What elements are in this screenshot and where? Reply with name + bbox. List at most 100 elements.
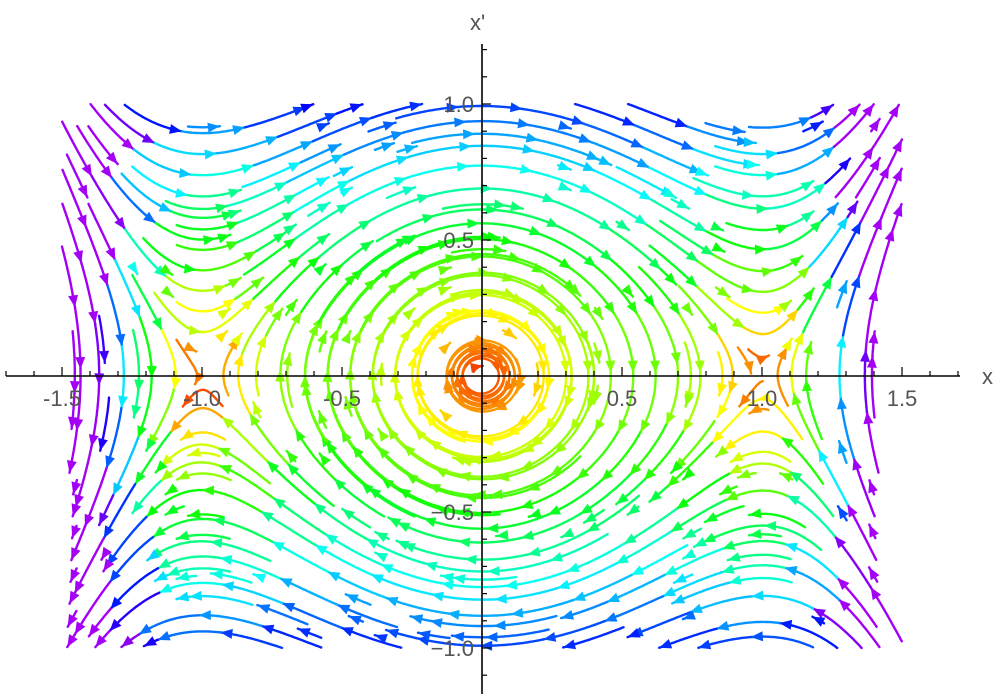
stream-arrow-186 [212, 516, 226, 527]
stream-arrow-195 [109, 618, 122, 631]
stream-arrow-147 [626, 301, 638, 315]
stream-arrow-244 [664, 565, 678, 576]
stream-arrow-384 [416, 194, 430, 204]
stream-arrow-266 [786, 495, 800, 506]
stream-arrow-235 [88, 623, 100, 637]
stream-arrow-603 [324, 113, 338, 123]
stream-arrow-271 [494, 593, 507, 604]
stream-arrow-446 [182, 394, 195, 407]
stream-arrow-125 [627, 360, 638, 373]
stream-arrow-574 [741, 189, 755, 200]
stream-arrow-503 [519, 164, 533, 174]
stream-arrow-562 [838, 158, 851, 171]
stream-arrow-359 [295, 429, 306, 442]
stream-arrow-170 [521, 530, 535, 540]
stream-arrow-221 [689, 603, 703, 613]
stream-arrow-68 [453, 456, 467, 466]
stream-arrow-476 [503, 326, 516, 339]
stream-arrow-325 [818, 449, 829, 463]
stream-arrow-258 [103, 525, 114, 539]
stream-arrow-66 [521, 442, 535, 453]
stream-arrow-620 [292, 106, 306, 117]
stream-arrow-289 [729, 463, 742, 474]
stream-arrow-621 [300, 103, 314, 114]
stream-arrow-457 [739, 394, 751, 407]
stream-arrow-102 [605, 360, 616, 373]
stream-arrow-243 [722, 540, 736, 550]
stream-arrow-398 [217, 447, 231, 458]
stream-arrow-498 [716, 286, 730, 297]
stream-arrow-188 [109, 569, 121, 583]
stream-arrow-631 [820, 104, 834, 116]
stream-arrow-480 [802, 288, 814, 302]
stream-arrow-403 [780, 473, 794, 483]
stream-arrow-55 [527, 306, 540, 318]
stream-arrow-462 [470, 362, 483, 373]
stream-arrow-138 [361, 482, 374, 495]
stream-arrow-478 [732, 317, 745, 329]
stream-arrow-240 [410, 614, 424, 625]
stream-arrow-532 [809, 220, 823, 233]
stream-arrow-283 [167, 566, 181, 576]
stream-arrow-82 [458, 471, 472, 482]
stream-arrow-615 [765, 149, 779, 160]
stream-arrow-541 [283, 194, 297, 205]
stream-line-299 [159, 461, 221, 483]
stream-arrow-573 [663, 187, 676, 198]
stream-arrow-551 [215, 203, 228, 214]
stream-arrow-484 [285, 300, 297, 313]
stream-arrow-45 [451, 308, 465, 319]
stream-arrow-410 [319, 453, 331, 467]
stream-arrow-146 [583, 255, 596, 267]
stream-arrow-272 [431, 591, 444, 602]
stream-arrow-210 [604, 612, 618, 622]
stream-arrow-12 [498, 366, 509, 379]
stream-arrow-390 [473, 490, 486, 500]
stream-arrow-205 [374, 634, 388, 644]
stream-arrow-522 [225, 241, 239, 251]
stream-arrow-491 [81, 163, 92, 177]
stream-arrow-353 [113, 482, 123, 496]
stream-arrow-444 [866, 355, 877, 368]
stream-arrow-214 [386, 628, 400, 639]
stream-arrow-276 [201, 485, 214, 496]
stream-arrow-430 [152, 317, 162, 331]
stream-arrow-364 [528, 508, 542, 518]
stream-arrow-425 [378, 429, 390, 442]
stream-arrow-590 [509, 102, 523, 113]
stream-arrow-237 [348, 615, 362, 626]
x-tick-label: 1.0 [747, 386, 778, 411]
stream-arrow-324 [847, 504, 858, 518]
stream-arrow-259 [74, 580, 85, 594]
stream-arrow-547 [800, 211, 814, 223]
stream-arrow-369 [838, 506, 849, 520]
stream-arrow-508 [797, 266, 810, 279]
stream-arrow-477 [685, 275, 698, 287]
y-tick-label: 1.0 [443, 92, 474, 117]
stream-arrow-436 [343, 397, 354, 410]
stream-arrow-256 [170, 420, 182, 433]
stream-arrow-504 [579, 183, 593, 193]
stream-arrow-367 [705, 512, 718, 522]
stream-arrow-311 [71, 547, 81, 561]
stream-arrow-570 [402, 186, 416, 196]
stream-arrow-163 [546, 217, 560, 227]
stream-arrow-448 [230, 333, 242, 347]
stream-arrow-38 [487, 307, 501, 318]
stream-arrow-300 [132, 500, 144, 514]
stream-arrow-492 [114, 216, 126, 230]
stream-arrow-356 [188, 508, 201, 519]
stream-arrow-418 [863, 411, 874, 425]
stream-arrow-582 [299, 141, 313, 151]
stream-arrow-459 [781, 338, 792, 352]
stream-arrow-154 [368, 487, 382, 499]
stream-arrow-481 [222, 298, 236, 310]
stream-arrow-622 [207, 122, 220, 133]
stream-arrow-128 [520, 499, 534, 509]
stream-arrow-350 [130, 304, 141, 318]
stream-arrow-406 [73, 418, 84, 431]
stream-arrow-583 [359, 117, 372, 127]
stream-arrow-303 [674, 573, 687, 583]
stream-arrow-260 [69, 590, 80, 604]
stream-arrow-489 [778, 300, 791, 313]
